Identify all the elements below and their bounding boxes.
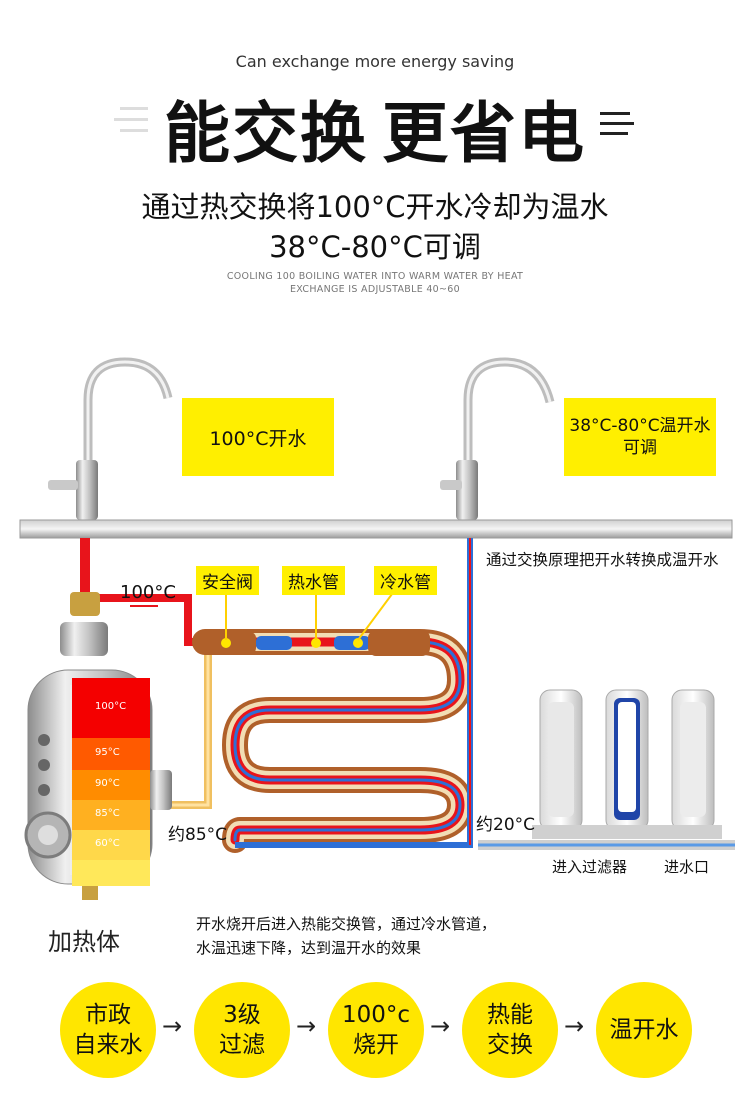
temp-100-label: 100°C <box>120 582 176 603</box>
warm-water-label-line2: 可调 <box>623 438 657 458</box>
flow-step-3-line2: 烧开 <box>352 1032 399 1058</box>
flow-step-3: 100°c 烧开 <box>328 982 424 1078</box>
filter-cartridges <box>532 689 722 839</box>
page-title: 能交换更省电 <box>0 80 750 176</box>
process-note: 开水烧开后进入热能交换管，通过冷水管道， 水温迅速下降，达到温开水的效果 <box>196 912 496 960</box>
hot-water-label: 100°C开水 <box>182 398 334 476</box>
flow-step-2-line2: 过滤 <box>219 1032 265 1058</box>
tank-temperature-levels <box>72 678 150 886</box>
flow-step-4-line2: 交换 <box>487 1032 533 1058</box>
exchanger-coil <box>192 629 474 853</box>
inlet-label: 进水口 <box>664 858 710 876</box>
flow-step-1-line2: 自来水 <box>73 1032 143 1058</box>
tank-level-band <box>72 678 150 738</box>
hot-pipe-label: 热水管 <box>282 566 345 595</box>
tank-level-label: 85°C <box>95 808 120 819</box>
flow-arrow-4: → <box>564 1012 585 1040</box>
flow-arrow-2: → <box>296 1012 317 1040</box>
description-en-line1: COOLING 100 BOILING WATER INTO WARM WATE… <box>226 271 524 282</box>
tank-level-band <box>72 738 150 770</box>
process-note-line2: 水温迅速下降，达到温开水的效果 <box>196 939 422 957</box>
title-part1: 能交换 <box>164 95 368 172</box>
filter-in-label: 进入过滤器 <box>552 858 628 876</box>
flow-step-4-line1: 热能 <box>487 1002 533 1028</box>
flow-arrow-1: → <box>162 1012 183 1040</box>
flow-step-3-line1: 100°c <box>341 1002 411 1028</box>
heater-label: 加热体 <box>48 928 120 956</box>
warm-water-label: 38°C-80°C温开水 可调 <box>564 398 716 476</box>
warm-water-label-line1: 38°C-80°C温开水 <box>569 416 711 436</box>
tank-level-band <box>72 800 150 830</box>
flow-step-5-line1: 温开水 <box>609 1017 679 1043</box>
title-part2: 更省电 <box>382 95 586 172</box>
flow-step-4: 热能交换 <box>462 982 558 1078</box>
tank-level-band <box>72 860 150 886</box>
faucet-warm-icon <box>440 357 555 520</box>
description-line1: 通过热交换将100°C开水冷却为温水 <box>141 190 609 224</box>
heat-exchange-diagram <box>19 357 735 900</box>
flow-step-2: 3级过滤 <box>194 982 290 1078</box>
description-en-line2: EXCHANGE IS ADJUSTABLE 40~60 <box>290 284 460 295</box>
tank-level-band <box>72 770 150 800</box>
flow-step-5: 温开水 <box>596 982 692 1078</box>
title-part2-highlight: 更省电 <box>378 80 590 176</box>
tank-level-label: 95°C <box>95 747 120 758</box>
description-line2: 38°C-80°C可调 <box>269 230 481 264</box>
tank-level-label: 90°C <box>95 778 120 789</box>
decor-lines-right <box>600 112 634 135</box>
decor-lines-left <box>114 107 148 132</box>
faucet-hot-icon <box>48 357 173 520</box>
process-note-line1: 开水烧开后进入热能交换管，通过冷水管道， <box>196 915 497 933</box>
safety-valve-label: 安全阀 <box>196 566 259 595</box>
temp-20-label: 约20°C <box>476 815 536 835</box>
cold-pipe-label: 冷水管 <box>374 566 437 595</box>
tank-level-label: 100°C <box>95 701 127 712</box>
flow-arrow-3: → <box>430 1012 451 1040</box>
description-en: COOLING 100 BOILING WATER INTO WARM WATE… <box>150 270 600 296</box>
temp-85-label: 约85°C <box>168 825 228 845</box>
process-flow: 市政自来水 → 3级过滤 → 100°c 烧开 → 热能交换 → 温开水 <box>0 982 750 1082</box>
tank-level-band <box>72 830 150 860</box>
subtitle-en: Can exchange more energy saving <box>235 52 515 71</box>
tank-level-label: 60°C <box>95 838 120 849</box>
flow-step-1-line1: 市政 <box>85 1002 131 1028</box>
exchange-note: 通过交换原理把开水转换成温开水 <box>486 551 719 569</box>
flow-step-1: 市政自来水 <box>60 982 156 1078</box>
flow-step-2-line1: 3级 <box>223 1002 261 1028</box>
counter-bar <box>19 519 733 539</box>
